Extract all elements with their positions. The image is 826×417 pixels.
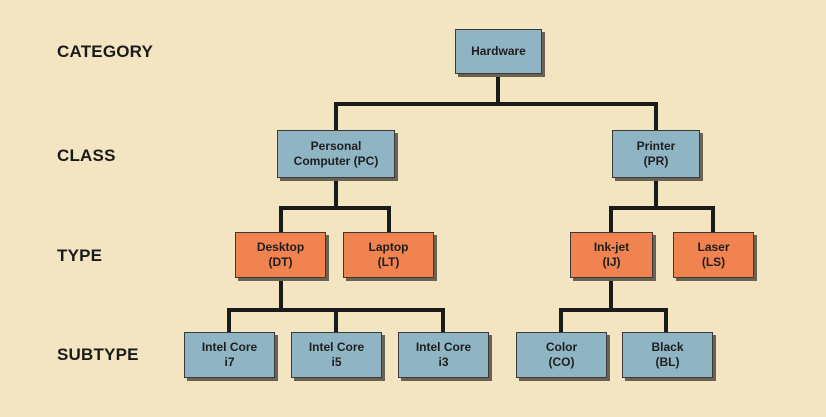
node-desktop: Desktop (DT) xyxy=(235,232,326,278)
node-black-line1: Black xyxy=(651,340,684,354)
node-hardware-label: Hardware xyxy=(471,44,526,58)
node-i3-line1: Intel Core xyxy=(415,340,472,354)
node-i3-line2: i3 xyxy=(438,355,449,369)
node-laser-line2: (LS) xyxy=(701,255,726,269)
node-pc-line1: Personal xyxy=(310,139,362,153)
node-color: Color (CO) xyxy=(516,332,607,378)
node-printer-line2: (PR) xyxy=(643,154,669,168)
node-i5-line2: i5 xyxy=(331,355,342,369)
node-laser: Laser (LS) xyxy=(673,232,754,278)
node-inkjet-line1: Ink-jet xyxy=(593,240,630,254)
node-laptop-line1: Laptop xyxy=(368,240,409,254)
node-desktop-line1: Desktop xyxy=(256,240,305,254)
node-black-line2: (BL) xyxy=(655,355,680,369)
node-black: Black (BL) xyxy=(622,332,713,378)
node-laptop-line2: (LT) xyxy=(377,255,400,269)
node-laser-line1: Laser xyxy=(697,240,730,254)
node-i7-line1: Intel Core xyxy=(201,340,258,354)
node-intel-core-i7: Intel Core i7 xyxy=(184,332,275,378)
node-personal-computer: Personal Computer (PC) xyxy=(277,130,395,178)
node-i7-line2: i7 xyxy=(224,355,235,369)
node-inkjet-line2: (IJ) xyxy=(602,255,621,269)
node-color-line2: (CO) xyxy=(548,355,575,369)
level-label-subtype: SUBTYPE xyxy=(57,345,139,364)
node-intel-core-i3: Intel Core i3 xyxy=(398,332,489,378)
level-label-type: TYPE xyxy=(57,246,103,265)
node-pc-line2: Computer (PC) xyxy=(293,154,379,168)
node-laptop: Laptop (LT) xyxy=(343,232,434,278)
node-desktop-line2: (DT) xyxy=(268,255,293,269)
node-color-line1: Color xyxy=(545,340,578,354)
node-hardware: Hardware xyxy=(455,29,542,74)
node-printer-line1: Printer xyxy=(636,139,676,153)
node-inkjet: Ink-jet (IJ) xyxy=(570,232,653,278)
level-label-category: CATEGORY xyxy=(57,42,154,61)
node-printer: Printer (PR) xyxy=(612,130,700,178)
node-i5-line1: Intel Core xyxy=(308,340,365,354)
node-intel-core-i5: Intel Core i5 xyxy=(291,332,382,378)
level-label-class: CLASS xyxy=(57,146,116,165)
